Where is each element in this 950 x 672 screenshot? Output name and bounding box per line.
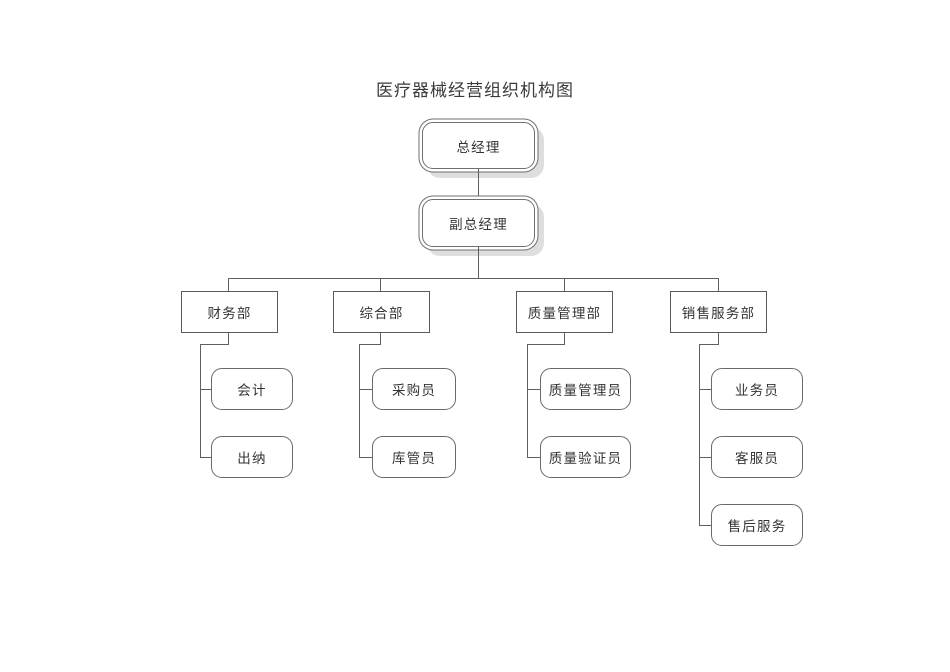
connector-dept3-stub-1	[527, 389, 540, 390]
node-staff-after-sales-service[interactable]: 售后服务	[711, 504, 803, 546]
connector-dept2-spine	[359, 344, 360, 457]
node-department-finance[interactable]: 财务部	[181, 291, 278, 333]
connector-gm-to-deputy	[478, 169, 479, 199]
node-label: 销售服务部	[681, 306, 756, 321]
node-label: 客服员	[734, 451, 780, 466]
node-staff-warehouse-keeper[interactable]: 库管员	[372, 436, 456, 478]
connector-dept4-stub-3	[699, 525, 711, 526]
connector-dept2-drop	[380, 333, 381, 344]
connector-dept4-stub-1	[699, 389, 711, 390]
node-label: 采购员	[391, 383, 437, 398]
connector-dept4-elbow	[699, 344, 719, 345]
node-label: 总经理	[456, 139, 501, 155]
connector-bus-to-dept4	[718, 278, 719, 291]
node-label: 售后服务	[727, 519, 787, 534]
node-label: 综合部	[359, 306, 404, 321]
connector-dept3-elbow	[527, 344, 565, 345]
node-staff-accountant[interactable]: 会计	[211, 368, 293, 410]
connector-dept4-spine	[699, 344, 700, 525]
connector-bus-to-dept2	[380, 278, 381, 291]
node-label: 会计	[237, 383, 267, 398]
node-staff-quality-manager[interactable]: 质量管理员	[540, 368, 631, 410]
connector-dept2-stub-2	[359, 457, 372, 458]
node-general-manager[interactable]: 总经理	[422, 122, 535, 169]
node-staff-customer-service[interactable]: 客服员	[711, 436, 803, 478]
connector-dept2-elbow	[359, 344, 381, 345]
connector-dept4-drop	[718, 333, 719, 344]
node-staff-quality-verifier[interactable]: 质量验证员	[540, 436, 631, 478]
connector-dept1-spine	[200, 344, 201, 457]
node-staff-cashier[interactable]: 出纳	[211, 436, 293, 478]
node-deputy-general-manager[interactable]: 副总经理	[422, 199, 535, 247]
node-department-sales-service[interactable]: 销售服务部	[670, 291, 767, 333]
node-department-general-affairs[interactable]: 综合部	[333, 291, 430, 333]
node-label: 财务部	[207, 306, 252, 321]
connector-dept1-drop	[228, 333, 229, 344]
node-label: 质量管理部	[527, 306, 602, 321]
connector-dept4-stub-2	[699, 457, 711, 458]
connector-deputy-drop	[478, 247, 479, 278]
node-label: 库管员	[391, 451, 437, 466]
node-label: 业务员	[734, 383, 780, 398]
connector-dept1-stub-2	[200, 457, 212, 458]
connector-dept3-drop	[564, 333, 565, 344]
connector-dept2-stub-1	[359, 389, 372, 390]
node-label: 质量验证员	[548, 451, 623, 466]
connector-dept3-spine	[527, 344, 528, 457]
node-label: 质量管理员	[548, 383, 623, 398]
connector-dept1-elbow	[200, 344, 229, 345]
node-department-quality-management[interactable]: 质量管理部	[516, 291, 613, 333]
page-title: 医疗器械经营组织机构图	[376, 81, 574, 100]
connector-bus-to-dept3	[564, 278, 565, 291]
node-label: 副总经理	[449, 217, 508, 232]
node-label: 出纳	[237, 451, 267, 466]
connector-department-bus	[228, 278, 719, 279]
node-staff-sales-representative[interactable]: 业务员	[711, 368, 803, 410]
node-staff-purchaser[interactable]: 采购员	[372, 368, 456, 410]
connector-bus-to-dept1	[228, 278, 229, 291]
connector-dept3-stub-2	[527, 457, 540, 458]
connector-dept1-stub-1	[200, 389, 212, 390]
